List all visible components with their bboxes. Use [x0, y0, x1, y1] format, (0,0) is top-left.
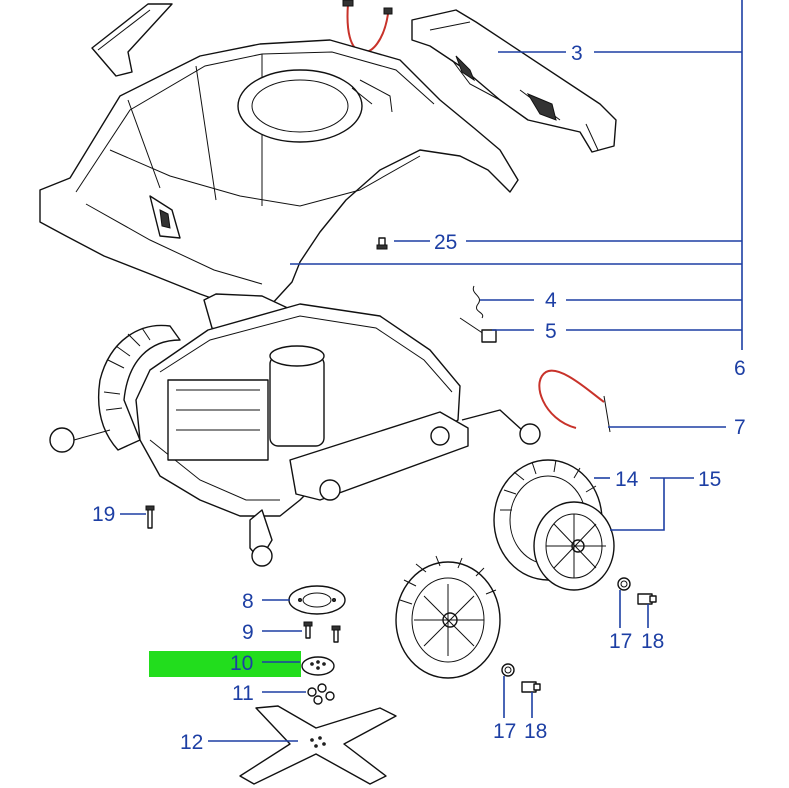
callout-17-right: 17	[609, 630, 632, 653]
part-4-spring	[472, 285, 484, 319]
part-19-pin	[145, 505, 155, 529]
callout-3: 3	[571, 42, 583, 65]
part-17-nut-right	[617, 577, 631, 591]
part-9-screws	[303, 621, 341, 643]
handle-part	[91, 3, 173, 77]
callout-10: 10	[230, 652, 253, 675]
callout-25: 25	[434, 231, 457, 254]
callout-19: 19	[92, 503, 115, 526]
callout-10-highlight	[149, 651, 301, 677]
callout-12: 12	[180, 731, 203, 754]
part-18-bolt-right	[637, 593, 657, 605]
callout-15: 15	[698, 468, 721, 491]
callout-18-bottom: 18	[524, 720, 547, 743]
callout-14: 14	[615, 468, 639, 491]
callout-4: 4	[545, 289, 557, 312]
part-8-plate	[288, 585, 346, 615]
left-wheel-part	[49, 324, 181, 453]
callout-numbers: 3 25 4 5 6 7 14 15 19 8 9 10 11 12 17 18…	[92, 42, 746, 754]
leader-lines	[120, 0, 743, 742]
lower-wheel-part	[395, 555, 501, 679]
part-10-disc	[301, 656, 335, 676]
part-17-nut-bottom	[501, 663, 515, 677]
callout-6: 6	[734, 357, 746, 380]
callout-9: 9	[242, 621, 254, 644]
callout-5: 5	[545, 320, 557, 343]
callout-11: 11	[232, 682, 254, 705]
part-18-bolt-bottom	[521, 681, 541, 693]
part-3-bracket	[411, 9, 617, 153]
chassis-part	[135, 303, 541, 567]
part-15-wheel	[533, 501, 615, 591]
part-11-nuts	[307, 683, 335, 705]
callout-8: 8	[242, 590, 254, 613]
part-5-pin	[459, 317, 497, 343]
callout-17-bottom: 17	[493, 720, 516, 743]
callout-7: 7	[734, 416, 746, 439]
part-7-cable	[538, 369, 611, 433]
body-cover-part	[39, 39, 519, 341]
top-cable-part	[342, 0, 393, 54]
callout-18-right: 18	[641, 630, 664, 653]
part-12-blade	[239, 705, 397, 785]
part-25-screw	[376, 237, 388, 250]
